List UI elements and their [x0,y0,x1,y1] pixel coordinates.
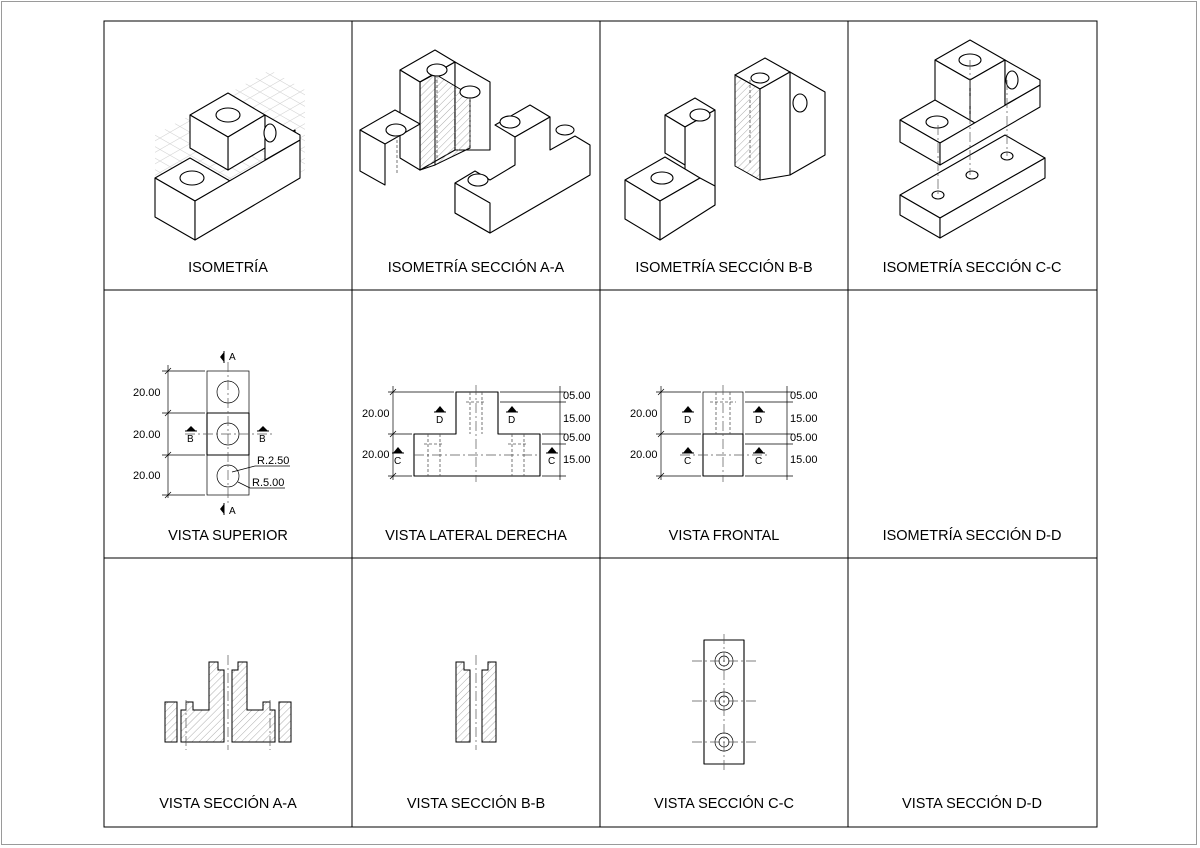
front-view: D D C C 20.00 20.00 [630,385,818,482]
dim-right-left-1: 20.00 [362,408,390,420]
caption-vista-lateral-derecha: VISTA LATERAL DERECHA [385,528,567,544]
right-side-view: D D C C 20.00 20.00 [362,385,591,482]
radius-large: R.5.00 [252,477,284,489]
caption-vista-superior: VISTA SUPERIOR [168,528,288,544]
dim-right-right-3: 05.00 [563,432,591,444]
cut-label-d-front-right: D [755,415,762,426]
caption-vista-seccion-aa: VISTA SECCIÓN A-A [159,795,297,812]
cut-label-d-right-view-right: D [508,415,515,426]
cut-label-c-right-view-right: C [548,456,555,467]
dim-front-right-4: 15.00 [790,454,818,466]
dim-top-2: 20.00 [133,429,161,441]
dim-front-left-2: 20.00 [630,449,658,461]
radius-small: R.2.50 [257,455,289,467]
cut-label-d-front-left: D [684,415,691,426]
caption-isometria-seccion-dd: ISOMETRÍA SECCIÓN D-D [883,527,1062,544]
cut-label-c-front-right: C [755,456,762,467]
cut-label-a-top: A [229,352,236,363]
section-view-bb [455,655,497,750]
caption-isometria: ISOMETRÍA [188,259,268,276]
dim-top-1: 20.00 [133,387,161,399]
cut-label-c-right-view-left: C [394,456,401,467]
dim-right-right-2: 15.00 [563,413,591,425]
dim-front-right-3: 05.00 [790,432,818,444]
cut-label-c-front-left: C [684,456,691,467]
caption-isometria-seccion-aa: ISOMETRÍA SECCIÓN A-A [388,259,565,276]
dim-right-left-2: 20.00 [362,449,390,461]
dim-right-right-4: 15.00 [563,454,591,466]
cut-label-a-bottom: A [229,506,236,517]
cut-label-b-right: B [259,434,266,445]
isometric-section-cc [899,39,1046,239]
dim-front-left-1: 20.00 [630,408,658,420]
cut-label-b-left: B [187,434,194,445]
caption-vista-seccion-cc: VISTA SECCIÓN C-C [654,795,794,812]
section-view-aa [164,655,292,750]
caption-vista-seccion-bb: VISTA SECCIÓN B-B [407,795,545,812]
layout-grid [103,20,1098,828]
dim-front-right-1: 05.00 [790,390,818,402]
dim-top-3: 20.00 [133,470,161,482]
dim-right-right-1: 05.00 [563,390,591,402]
captions: ISOMETRÍA ISOMETRÍA SECCIÓN A-A ISOMETRÍ… [159,259,1061,812]
caption-vista-frontal: VISTA FRONTAL [669,528,780,544]
isometric-section-bb [624,57,826,241]
caption-vista-seccion-dd: VISTA SECCIÓN D-D [902,795,1042,812]
top-view: A A B B 20.00 20.00 20.00 [133,351,290,517]
caption-isometria-seccion-bb: ISOMETRÍA SECCIÓN B-B [635,259,812,276]
dim-front-right-2: 15.00 [790,413,818,425]
section-view-cc [692,634,756,770]
cut-label-d-right-view-left: D [436,415,443,426]
isometric-section-aa [359,49,591,234]
isometric-view [154,70,305,241]
caption-isometria-seccion-cc: ISOMETRÍA SECCIÓN C-C [883,259,1062,276]
